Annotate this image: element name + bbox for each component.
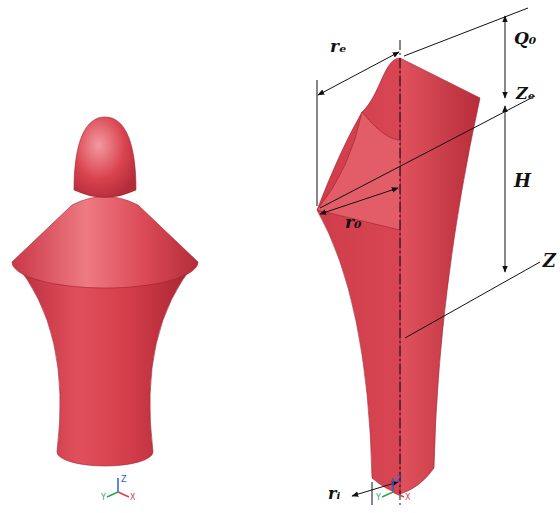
extension-line — [320, 96, 535, 208]
dimension-label: rᵢ — [328, 486, 340, 502]
cut-face — [317, 58, 400, 494]
axis-letter: X — [405, 494, 410, 502]
dimension-label: Q₀ — [514, 30, 536, 47]
dimension-label: r₀ — [345, 214, 361, 231]
dimension-label: Z — [543, 252, 556, 270]
extension-line — [404, 8, 528, 56]
axis-letter: Z — [396, 476, 401, 484]
axis-letter: Z — [121, 476, 126, 484]
extension-line — [317, 80, 318, 206]
extension-line — [372, 482, 373, 505]
axis-letter: X — [130, 494, 135, 502]
radius-dimension — [320, 188, 398, 214]
axis-letter: Y — [376, 494, 381, 502]
axis-line — [400, 40, 401, 505]
height-dimension — [505, 16, 506, 98]
height-dimension — [505, 106, 506, 272]
dimension-label: rₑ — [330, 38, 347, 55]
cap-face — [317, 112, 400, 230]
solid-body — [14, 262, 196, 466]
extension-line — [405, 262, 540, 338]
axis-letter: Y — [101, 494, 106, 502]
dimension-label: H — [514, 172, 531, 190]
dimension-label: Zₑ — [516, 86, 535, 102]
radius-dimension — [318, 52, 399, 95]
outer-surface — [400, 58, 480, 494]
solid-cap — [12, 197, 198, 289]
radius-dimension — [352, 482, 398, 496]
solid-dome — [74, 117, 136, 198]
